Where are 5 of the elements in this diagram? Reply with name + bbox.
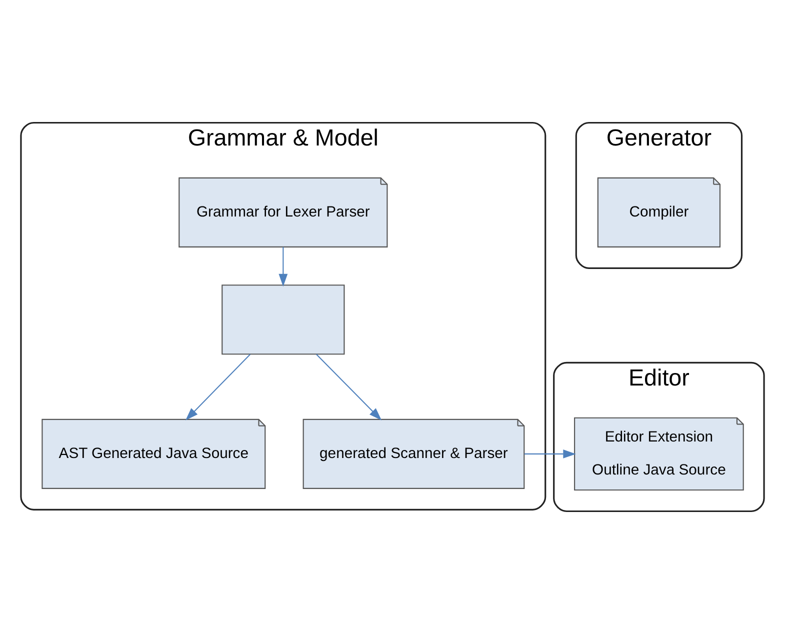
arrow [316, 354, 382, 420]
arrow [185, 354, 251, 420]
arrow [278, 247, 288, 287]
node-box [222, 284, 345, 355]
arrow [524, 449, 576, 458]
